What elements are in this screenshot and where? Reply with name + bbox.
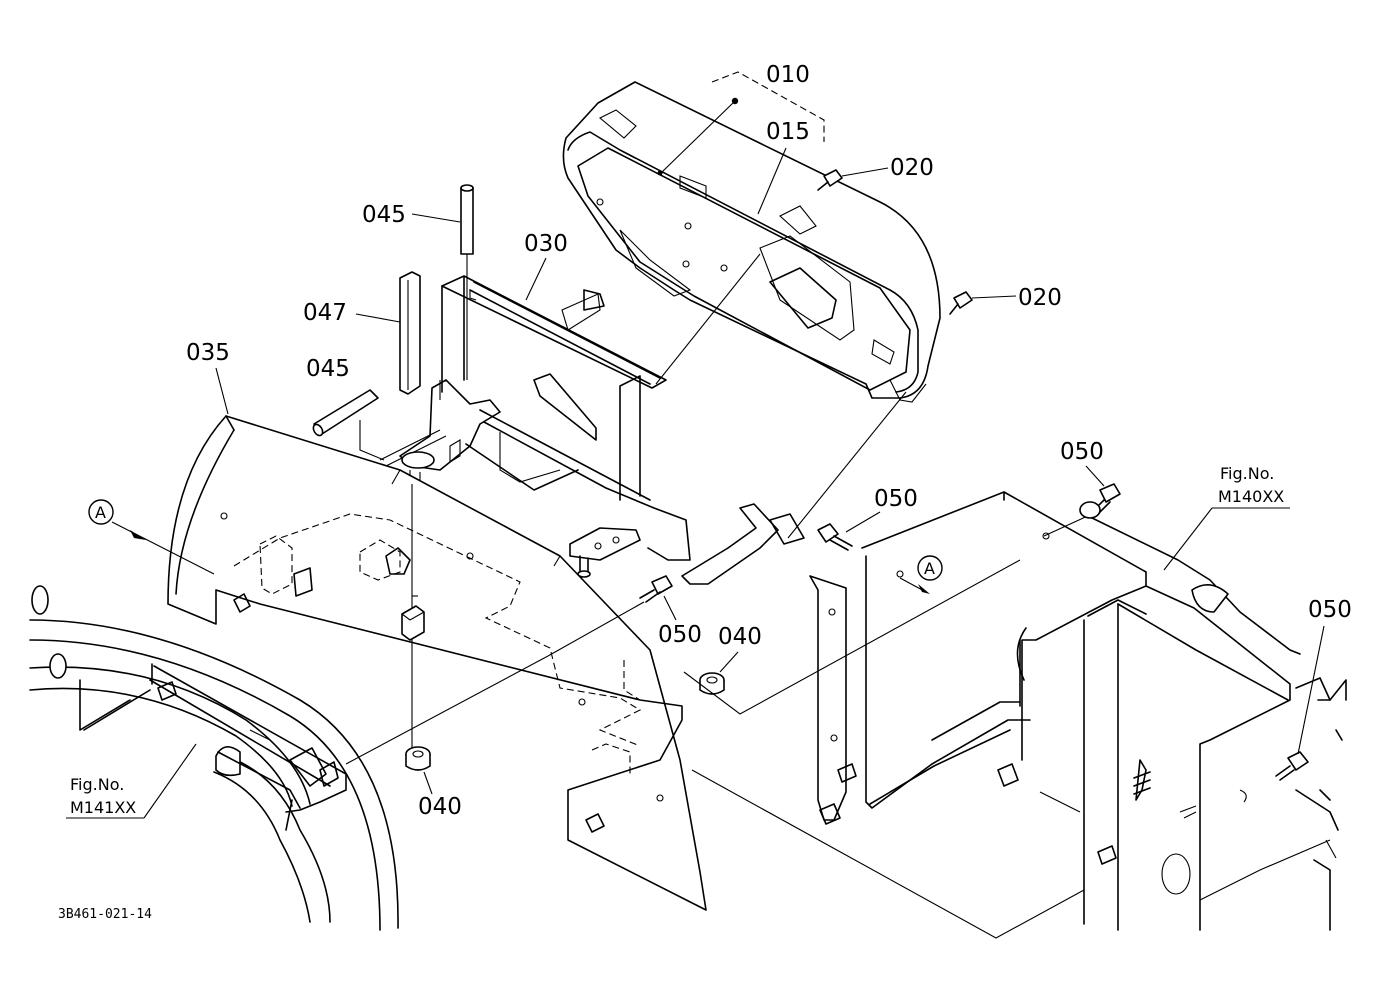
label-050-mid: 050 [874,486,918,512]
label-020-top: 020 [890,155,934,181]
label-050-center: 050 [658,622,702,648]
view-marker-left-label: A [95,503,106,522]
callout-020-top: 020 [817,155,934,191]
view-marker-right-label: A [924,559,935,578]
callout-040-right: 040 [699,624,762,695]
callout-020-right: 020 [949,285,1062,315]
label-047: 047 [303,300,347,326]
callout-050-upper-right: 050 [1043,439,1121,537]
fig-left-code: M141XX [70,798,136,817]
label-040-right: 040 [718,624,762,650]
fig-right-label: Fig.No. [1220,464,1274,483]
label-030: 030 [524,231,568,257]
spacer-045-diagonal: 045 [306,356,385,461]
label-010: 010 [766,62,810,88]
drawing-code: 3B461-021-14 [58,907,152,922]
callout-040-bottom: 040 [405,746,462,820]
spacer-045-vertical: 045 [362,184,474,380]
view-marker-right: A [899,555,943,594]
label-020-right: 020 [1018,285,1062,311]
label-035: 035 [186,340,230,366]
label-040-bottom: 040 [418,794,462,820]
clamp-block [379,379,501,482]
tube-frame-left [29,585,549,931]
fig-ref-m140xx: Fig.No. M140XX [1163,464,1290,571]
view-marker-left: A [88,499,215,575]
label-045-bottom: 045 [306,356,350,382]
meter-panel-assembly [562,81,941,403]
callout-010: 010 [657,62,825,176]
assembly-lines [655,253,907,539]
fig-left-label: Fig.No. [70,775,124,794]
fig-ref-m141xx: Fig.No. M141XX [66,743,197,819]
callout-015: 015 [757,119,810,215]
callout-050-mid: 050 [817,486,918,551]
label-015: 015 [766,119,810,145]
bracket-frame [441,275,805,585]
chassis-right [683,491,1347,939]
callout-030: 030 [524,231,568,301]
label-045-top: 045 [362,202,406,228]
label-050-upper-right: 050 [1060,439,1104,465]
nut-under-clamp [401,484,425,758]
callout-050-center: 050 [547,575,702,657]
side-panel-035: 035 [167,340,707,911]
fig-right-code: M140XX [1218,487,1284,506]
callout-050-far-right: 050 [1275,597,1352,781]
strip-047: 047 [303,271,421,395]
label-050-far-right: 050 [1308,597,1352,623]
